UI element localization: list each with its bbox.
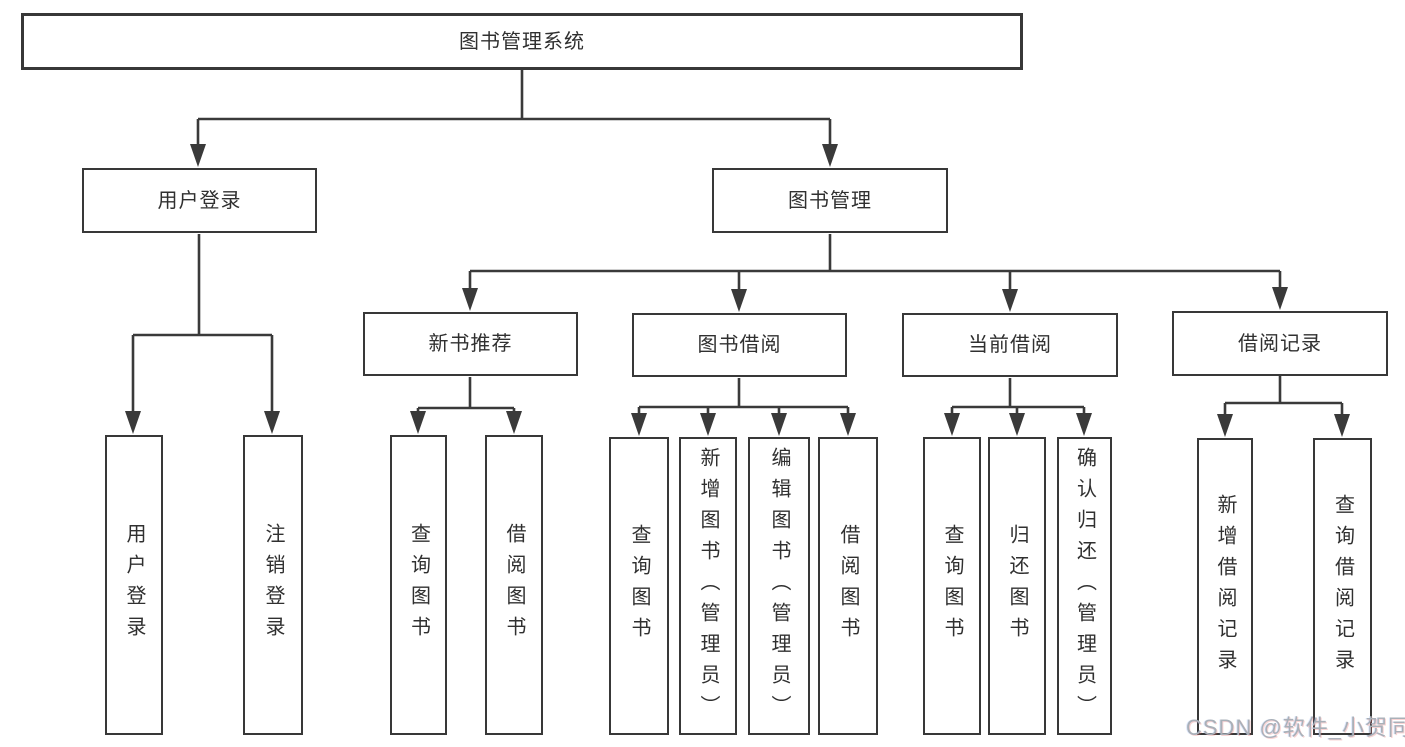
leaf-query-books-current-label: 查询图书 xyxy=(941,524,963,648)
arrowhead-icon xyxy=(1217,414,1233,437)
csdn-watermark: CSDN @软件_小贺同学 xyxy=(1186,715,1405,740)
node-user-login-label: 用户登录 xyxy=(157,189,242,212)
node-borrow-records-label: 借阅记录 xyxy=(1238,332,1322,355)
arrowhead-icon xyxy=(264,411,280,434)
leaf-edit-books-admin: 编辑图书（管理员） xyxy=(748,437,810,735)
leaf-borrow-books-borrowing-label: 借阅图书 xyxy=(837,524,859,648)
arrowhead-icon xyxy=(1334,414,1350,437)
arrowhead-icon xyxy=(700,413,716,436)
connector-new-books-children xyxy=(410,377,522,434)
leaf-confirm-return-admin-label: 确认归还（管理员） xyxy=(1073,446,1096,726)
arrowhead-icon xyxy=(1076,413,1092,436)
arrowhead-icon xyxy=(1009,413,1025,436)
leaf-query-books-borrowing: 查询图书 xyxy=(609,437,669,735)
leaf-borrow-books-newbooks-label: 借阅图书 xyxy=(503,523,525,647)
node-book-borrowing-label: 图书借阅 xyxy=(697,334,782,356)
leaf-add-borrow-record-label: 新增借阅记录 xyxy=(1214,493,1236,680)
leaf-add-books-admin-label: 新增图书（管理员） xyxy=(697,446,719,726)
node-current-borrowing-label: 当前借阅 xyxy=(968,334,1052,356)
arrowhead-icon xyxy=(190,144,206,167)
connector-root-to-level1 xyxy=(190,68,838,167)
arrowhead-icon xyxy=(771,413,787,436)
node-new-book-recommend: 新书推荐 xyxy=(363,312,578,376)
arrowhead-icon xyxy=(1272,287,1288,310)
connector-borrowing-children xyxy=(631,378,856,436)
node-root: 图书管理系统 xyxy=(21,13,1023,70)
arrowhead-icon xyxy=(1002,289,1018,312)
node-book-borrowing: 图书借阅 xyxy=(632,313,847,377)
arrowhead-icon xyxy=(731,289,747,312)
leaf-confirm-return-admin: 确认归还（管理员） xyxy=(1057,437,1112,735)
node-book-management: 图书管理 xyxy=(712,168,948,233)
node-new-book-recommend-label: 新书推荐 xyxy=(428,333,513,355)
leaf-query-books-current: 查询图书 xyxy=(923,437,981,735)
leaf-query-books-newbooks: 查询图书 xyxy=(390,435,447,735)
leaf-add-borrow-record: 新增借阅记录 xyxy=(1197,438,1253,735)
leaf-query-borrow-record-label: 查询借阅记录 xyxy=(1331,493,1354,680)
leaf-return-books-label: 归还图书 xyxy=(1006,524,1028,648)
leaf-logout-login-label: 注销登录 xyxy=(262,523,284,647)
leaf-query-books-borrowing-label: 查询图书 xyxy=(628,524,650,648)
leaf-user-login-label: 用户登录 xyxy=(123,523,145,647)
node-current-borrowing: 当前借阅 xyxy=(902,313,1118,377)
arrowhead-icon xyxy=(822,144,838,167)
leaf-edit-books-admin-label: 编辑图书（管理员） xyxy=(768,446,790,726)
leaf-borrow-books-borrowing: 借阅图书 xyxy=(818,437,878,735)
leaf-borrow-books-newbooks: 借阅图书 xyxy=(485,435,543,735)
arrowhead-icon xyxy=(506,411,522,434)
arrowhead-icon xyxy=(410,411,426,434)
leaf-return-books: 归还图书 xyxy=(988,437,1046,735)
node-borrow-records: 借阅记录 xyxy=(1172,311,1388,376)
node-user-login: 用户登录 xyxy=(82,168,317,233)
connector-records-children xyxy=(1217,376,1350,437)
arrowhead-icon xyxy=(462,288,478,311)
connector-current-children xyxy=(944,378,1092,436)
arrowhead-icon xyxy=(631,413,647,436)
leaf-user-login: 用户登录 xyxy=(105,435,163,735)
leaf-logout-login: 注销登录 xyxy=(243,435,303,735)
arrowhead-icon xyxy=(125,411,141,434)
node-root-label: 图书管理系统 xyxy=(459,30,585,53)
connector-user-login-children xyxy=(125,234,280,434)
connector-book-mgmt-to-level2 xyxy=(462,234,1288,312)
node-book-management-label: 图书管理 xyxy=(788,189,872,212)
arrowhead-icon xyxy=(944,413,960,436)
leaf-query-books-newbooks-label: 查询图书 xyxy=(407,523,430,647)
arrowhead-icon xyxy=(840,413,856,436)
leaf-query-borrow-record: 查询借阅记录 xyxy=(1313,438,1372,735)
leaf-add-books-admin: 新增图书（管理员） xyxy=(679,437,737,735)
